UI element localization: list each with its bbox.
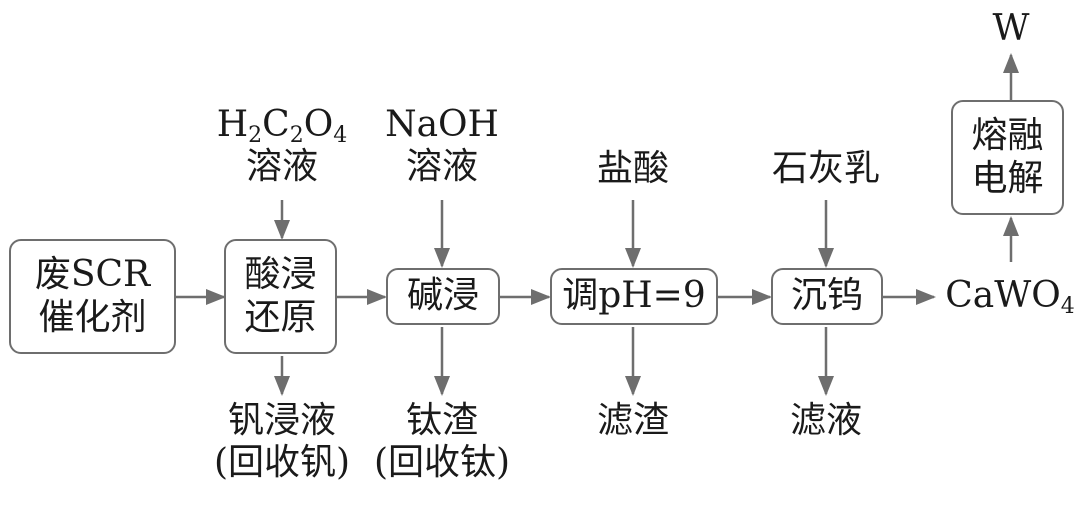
step1-line1: 酸浸 [244, 254, 317, 296]
step2-label: 碱浸 [406, 275, 479, 317]
reagent-lime-milk: 石灰乳 [772, 148, 880, 190]
step5-line2: 电解 [971, 157, 1044, 199]
box-melt-electrolysis: 熔融 电解 [951, 100, 1064, 215]
step5-line1: 熔融 [971, 115, 1044, 157]
product-w-text: W [992, 8, 1030, 49]
output-titanium-residue: 钛渣 (回收钛) [374, 400, 510, 485]
output1-line1: 钒浸液 [227, 400, 336, 441]
output2-line1: 钛渣 [405, 400, 478, 441]
cawo4-base: CaWO [945, 275, 1061, 316]
reagent-naoh: NaOH 溶液 [385, 104, 499, 189]
formula-c-sub: 2 [289, 123, 304, 148]
oxalic-formula: H2C2O4 [216, 104, 348, 148]
step3-label: 调pH=9 [562, 275, 706, 317]
box-precipitate-tungsten: 沉钨 [771, 268, 883, 325]
formula-h-sub: 2 [248, 123, 263, 148]
formula-o-sub: 4 [333, 123, 348, 148]
output4-label: 滤液 [789, 400, 863, 441]
start-line2: 催化剂 [38, 296, 147, 338]
formula-h: H [216, 104, 249, 145]
output2-line2: (回收钛) [373, 442, 511, 484]
box-adjust-ph: 调pH=9 [550, 268, 718, 325]
intermediate-cawo4: CaWO4 [945, 275, 1075, 319]
reagent2-line2: 溶液 [405, 146, 478, 188]
output-filter-residue: 滤渣 [597, 400, 669, 442]
step1-line2: 还原 [244, 296, 317, 338]
start-line1: 废SCR [34, 254, 151, 296]
output3-label: 滤渣 [596, 400, 670, 441]
step4-label: 沉钨 [790, 275, 863, 317]
output-vanadium-leachate: 钒浸液 (回收钒) [214, 400, 350, 485]
reagent1-solution: 溶液 [245, 146, 318, 188]
reagent2-line1: NaOH [385, 104, 499, 145]
output-filtrate: 滤液 [790, 400, 862, 442]
product-w: W [992, 8, 1029, 50]
reagent-oxalic-acid: H2C2O4 溶液 [217, 104, 347, 189]
output1-line2: (回收钒) [213, 442, 351, 484]
reagent-hcl: 盐酸 [597, 148, 669, 190]
reagent3-label: 盐酸 [596, 148, 670, 189]
box-alkali-leach: 碱浸 [386, 268, 500, 325]
cawo4-sub: 4 [1060, 294, 1075, 319]
box-acid-leach-reduction: 酸浸 还原 [224, 239, 337, 354]
box-start: 废SCR 催化剂 [9, 239, 176, 354]
reagent4-label: 石灰乳 [771, 148, 881, 189]
formula-o: O [303, 104, 334, 145]
formula-c: C [262, 104, 290, 145]
